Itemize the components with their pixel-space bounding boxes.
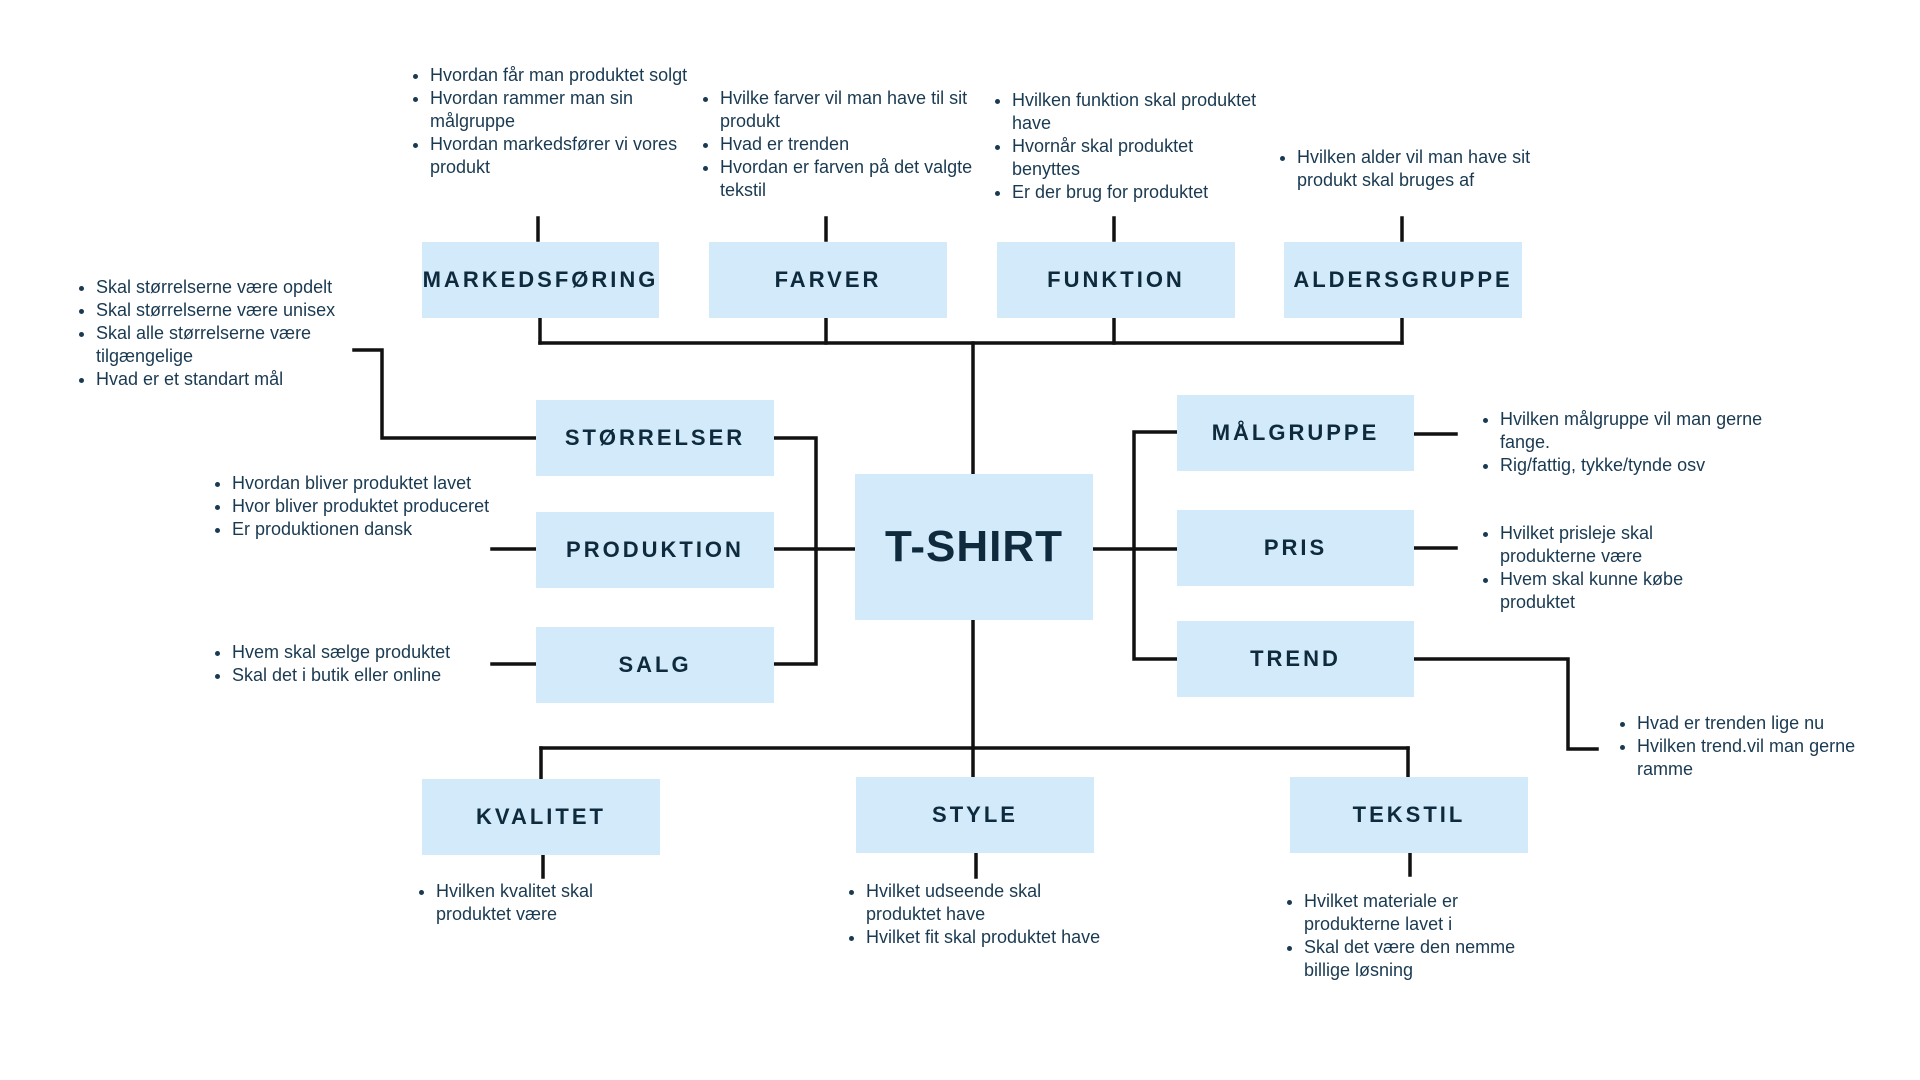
note-item: Skal det i butik eller online [232, 664, 522, 687]
connector-storrelser-note [352, 348, 538, 440]
note-item: Hvilken kvalitet skal produktet være [436, 880, 666, 926]
connector-right-bus [1132, 430, 1179, 661]
note-item: Er produktionen dansk [232, 518, 492, 541]
node-style: STYLE [856, 777, 1094, 853]
note-item: Hvor bliver produktet produceret [232, 495, 492, 518]
node-malgruppe: MÅLGRUPPE [1177, 395, 1414, 471]
notes-malgruppe: Hvilken målgruppe vil man gerne fange. R… [1480, 408, 1780, 477]
notes-storrelser: Skal størrelserne være opdelt Skal størr… [76, 276, 366, 391]
node-farver: FARVER [709, 242, 947, 318]
note-item: Hvem skal kunne købe produktet [1500, 568, 1740, 614]
connector-left-bus [772, 436, 818, 666]
notes-salg: Hvem skal sælge produktet Skal det i but… [212, 641, 522, 687]
note-item: Hvem skal sælge produktet [232, 641, 522, 664]
notes-produktion: Hvordan bliver produktet lavet Hvor bliv… [212, 472, 492, 541]
note-item: Hvornår skal produktet benyttes [1012, 135, 1262, 181]
node-pris: PRIS [1177, 510, 1414, 586]
connector-trend-note [1411, 657, 1599, 751]
note-item: Hvordan bliver produktet lavet [232, 472, 492, 495]
node-label: TREND [1250, 646, 1341, 671]
node-aldersgruppe: ALDERSGRUPPE [1284, 242, 1522, 318]
notes-aldersgruppe: Hvilken alder vil man have sit produkt s… [1277, 146, 1557, 192]
note-item: Skal størrelserne være opdelt [96, 276, 366, 299]
node-label: KVALITET [476, 804, 606, 829]
note-item: Hvordan er farven på det valgte tekstil [720, 156, 990, 202]
note-item: Hvordan markedsfører vi vores produkt [430, 133, 700, 179]
notes-style: Hvilket udseende skal produktet have Hvi… [846, 880, 1106, 949]
node-trend: TREND [1177, 621, 1414, 697]
note-item: Skal alle størrelserne være tilgængelige [96, 322, 366, 368]
note-item: Skal størrelserne være unisex [96, 299, 366, 322]
note-item: Hvilket materiale er produkterne lavet i [1304, 890, 1554, 936]
node-label: TEKSTIL [1352, 802, 1466, 827]
node-markedsforing: MARKEDSFØRING [422, 242, 659, 318]
node-label: FARVER [774, 267, 882, 292]
center-node: T-SHIRT [855, 474, 1093, 620]
notes-pris: Hvilket prisleje skal produkterne være H… [1480, 522, 1740, 614]
notes-trend: Hvad er trenden lige nu Hvilken trend.vi… [1617, 712, 1907, 781]
note-item: Hvilke farver vil man have til sit produ… [720, 87, 990, 133]
node-label: FUNKTION [1047, 267, 1185, 292]
note-item: Er der brug for produktet [1012, 181, 1262, 204]
node-label: PRIS [1263, 535, 1328, 560]
note-item: Skal det være den nemme billige løsning [1304, 936, 1554, 982]
note-item: Hvilken alder vil man have sit produkt s… [1297, 146, 1557, 192]
note-item: Hvilket prisleje skal produkterne være [1500, 522, 1740, 568]
node-funktion: FUNKTION [997, 242, 1235, 318]
notes-funktion: Hvilken funktion skal produktet have Hvo… [992, 89, 1262, 204]
note-item: Hvilken funktion skal produktet have [1012, 89, 1262, 135]
notes-markedsforing: Hvordan får man produktet solgt Hvordan … [410, 64, 700, 179]
node-produktion: PRODUKTION [536, 512, 774, 588]
note-item: Hvad er trenden lige nu [1637, 712, 1907, 735]
node-salg: SALG [536, 627, 774, 703]
notes-tekstil: Hvilket materiale er produkterne lavet i… [1284, 890, 1554, 982]
node-storrelser: STØRRELSER [536, 400, 774, 476]
note-item: Hvilket fit skal produktet have [866, 926, 1106, 949]
node-tekstil: TEKSTIL [1290, 777, 1528, 853]
note-item: Hvilken målgruppe vil man gerne fange. [1500, 408, 1780, 454]
notes-farver: Hvilke farver vil man have til sit produ… [700, 87, 990, 202]
note-item: Hvad er et standart mål [96, 368, 366, 391]
notes-kvalitet: Hvilken kvalitet skal produktet være [416, 880, 666, 926]
note-item: Rig/fattig, tykke/tynde osv [1500, 454, 1780, 477]
node-label: SALG [618, 652, 692, 677]
node-label: STØRRELSER [564, 425, 746, 450]
note-item: Hvilket udseende skal produktet have [866, 880, 1106, 926]
note-item: Hvad er trenden [720, 133, 990, 156]
node-label: PRODUKTION [566, 537, 744, 562]
note-item: Hvordan får man produktet solgt [430, 64, 700, 87]
node-label: ALDERSGRUPPE [1293, 267, 1513, 292]
node-label: MARKEDSFØRING [422, 267, 659, 292]
node-label: MÅLGRUPPE [1211, 420, 1380, 445]
node-label: STYLE [932, 802, 1018, 827]
node-kvalitet: KVALITET [422, 779, 660, 855]
note-item: Hvilken trend.vil man gerne ramme [1637, 735, 1907, 781]
center-label: T-SHIRT [884, 522, 1064, 571]
note-item: Hvordan rammer man sin målgruppe [430, 87, 700, 133]
